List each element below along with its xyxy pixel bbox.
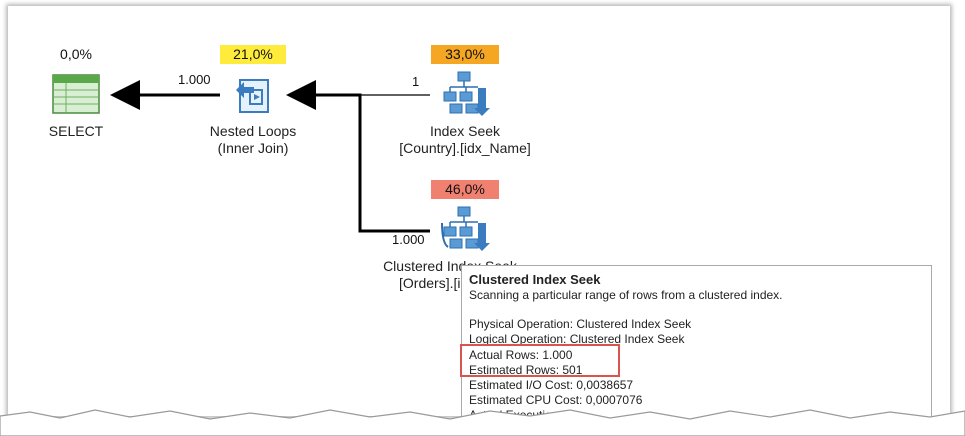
- tooltip-title: Clustered Index Seek: [469, 272, 601, 287]
- tooltip-logical-operation: Logical Operation: Clustered Index Seek: [469, 332, 685, 346]
- rows-nested-to-select: 1.000: [178, 72, 211, 87]
- select-label: SELECT: [48, 123, 104, 139]
- nested-loops-label: Nested Loops (Inner Join): [190, 123, 316, 157]
- nested-loops-label-line2: (Inner Join): [217, 140, 289, 156]
- select-cost-pct: 0,0%: [60, 46, 92, 62]
- tooltip-description: Scanning a particular range of rows from…: [469, 288, 783, 302]
- index-seek-label: Index Seek [Country].[idx_Name]: [370, 123, 560, 157]
- tooltip-estimated-rows: Estimated Rows: 501: [469, 363, 583, 377]
- nested-loops-label-line1: Nested Loops: [209, 123, 297, 139]
- nested-loops-icon[interactable]: [230, 72, 276, 123]
- index-seek-label-line2: [Country].[idx_Name]: [399, 140, 531, 156]
- tooltip-physical-operation: Physical Operation: Clustered Index Seek: [469, 317, 692, 331]
- torn-edge: [0, 409, 965, 436]
- arrow-clustered-to-nested: [286, 80, 430, 233]
- index-seek-label-line1: Index Seek: [429, 123, 501, 139]
- rows-highlight-box: [460, 344, 620, 377]
- clustered-seek-cost-pct: 46,0%: [431, 180, 499, 199]
- nested-loops-cost-pct: 21,0%: [220, 45, 286, 64]
- index-seek-icon[interactable]: [440, 68, 492, 125]
- tooltip-actual-rows: Actual Rows: 1.000: [469, 348, 573, 362]
- clustered-index-seek-icon[interactable]: [440, 203, 492, 260]
- tooltip-estimated-io-cost: Estimated I/O Cost: 0,0038657: [469, 378, 634, 392]
- rows-indexseek-to-nested: 1: [412, 74, 420, 89]
- rows-clustered-to-nested: 1.000: [392, 232, 425, 247]
- index-seek-cost-pct: 33,0%: [431, 45, 499, 64]
- select-table-icon[interactable]: [52, 74, 100, 119]
- tooltip-estimated-cpu-cost: Estimated CPU Cost: 0,0007076: [469, 393, 643, 407]
